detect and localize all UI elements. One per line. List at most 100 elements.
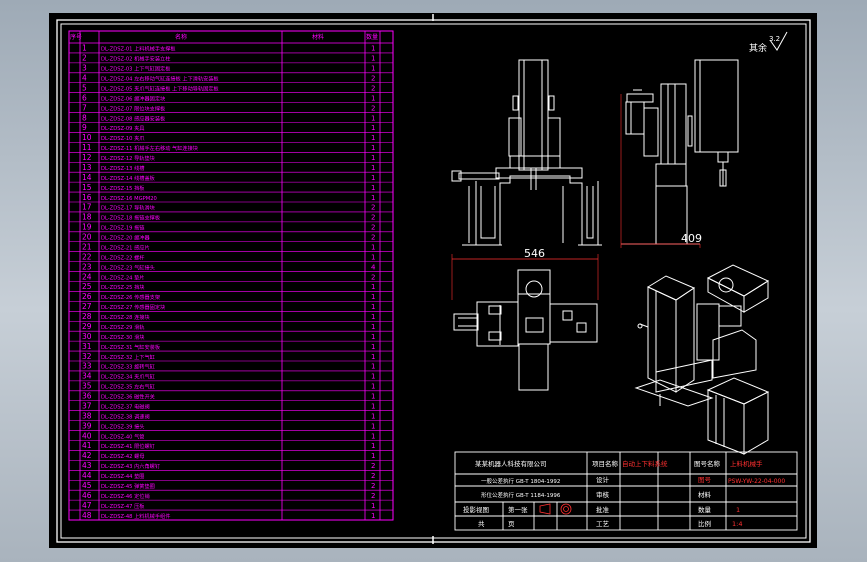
bom-row-qty: 1 <box>371 343 375 351</box>
tb-standard-1: 一般公差执行 GB-T 1804-1992 <box>481 477 560 485</box>
bom-row-name: DL-ZDSZ-05 夹爪气缸连接板 上下移动导轨固定板 <box>101 84 220 92</box>
bom-header-material: 材料 <box>312 33 324 41</box>
bom-row-name: DL-ZDSZ-13 线槽 <box>101 164 144 172</box>
bom-row-name: DL-ZDSZ-21 感应片 <box>101 243 150 251</box>
dimension-546: 546 <box>451 247 599 300</box>
bom-row-qty: 1 <box>371 333 375 341</box>
bom-row-qty: 2 <box>371 482 375 490</box>
bom-row-qty: 1 <box>371 383 375 391</box>
bom-row-qty: 1 <box>371 174 375 182</box>
bom-row-no: 20 <box>82 233 92 242</box>
bom-row-qty: 1 <box>371 373 375 381</box>
bom-row-name: DL-ZDSZ-44 垫圈 <box>101 472 144 480</box>
bom-row-name: DL-ZDSZ-31 气缸安装板 <box>101 343 161 351</box>
bom-row-qty: 1 <box>371 323 375 331</box>
bom-row-qty: 2 <box>371 224 375 232</box>
tb-checker-label: 审核 <box>596 490 610 499</box>
bom-row-name: DL-ZDSZ-27 传感器固定块 <box>101 303 166 311</box>
bom-row-qty: 2 <box>371 84 375 92</box>
tb-standard-2: 形位公差执行 GB-T 1184-1996 <box>481 491 561 499</box>
bom-row-qty: 1 <box>371 55 375 63</box>
bom-row-qty: 1 <box>371 353 375 361</box>
bom-row-qty: 2 <box>371 104 375 112</box>
tb-qty-label: 数量 <box>698 505 712 514</box>
bom-row-name: DL-ZDSZ-17 导轨滑块 <box>101 204 156 212</box>
bom-row-no: 24 <box>82 272 92 281</box>
bom-row-no: 2 <box>82 54 87 63</box>
bom-row-no: 11 <box>82 143 92 152</box>
bom-row-no: 27 <box>82 302 92 311</box>
dimension-546-text: 546 <box>524 247 545 260</box>
bom-row-name: DL-ZDSZ-34 夹爪气缸 <box>101 373 155 381</box>
bom-row-no: 18 <box>82 213 92 222</box>
bom-row-no: 10 <box>82 133 92 142</box>
bom-row-qty: 1 <box>371 303 375 311</box>
bom-row-name: DL-ZDSZ-43 内六角螺钉 <box>101 462 160 470</box>
bom-row-qty: 1 <box>371 313 375 321</box>
tb-qty-value: 1 <box>736 506 740 514</box>
bom-row-qty: 1 <box>371 502 375 510</box>
bom-row-no: 16 <box>82 193 92 202</box>
tb-code-value: PSW-YW-22-04-000 <box>728 478 785 485</box>
title-block <box>454 451 798 531</box>
dimension-409: 409 <box>620 94 702 248</box>
bom-row-qty: 1 <box>371 144 375 152</box>
bom-row-qty: 1 <box>371 114 375 122</box>
bom-row-name: DL-ZDSZ-32 上下气缸 <box>101 353 155 361</box>
bom-row-qty: 1 <box>371 164 375 172</box>
bom-row-no: 8 <box>82 113 87 122</box>
bom-row-name: DL-ZDSZ-15 挡板 <box>101 184 145 192</box>
tb-project-label: 项目名称 <box>592 459 619 468</box>
bom-row-no: 25 <box>82 282 92 291</box>
bom-row-name: DL-ZDSZ-36 磁性开关 <box>101 393 155 401</box>
bom-row-name: DL-ZDSZ-24 垫片 <box>101 273 144 281</box>
bom-row-qty: 1 <box>371 124 375 132</box>
bom-row-qty: 1 <box>371 243 375 251</box>
bom-row-no: 19 <box>82 223 92 232</box>
surface-roughness-symbol: 其余 3.2 <box>749 31 788 54</box>
bom-row-no: 14 <box>82 173 92 182</box>
bom-row-no: 39 <box>82 421 92 430</box>
bom-row-qty: 2 <box>371 204 375 212</box>
bom-row-qty: 1 <box>371 94 375 102</box>
bom-row-qty: 1 <box>371 412 375 420</box>
tb-footer-mid: 页 <box>508 520 515 528</box>
bom-row-name: DL-ZDSZ-14 线槽盖板 <box>101 174 156 182</box>
bom-row-qty: 1 <box>371 432 375 440</box>
bom-header-no: 序号 <box>70 33 82 41</box>
bom-header-qty: 数量 <box>366 33 378 41</box>
tb-material-label: 材料 <box>698 490 712 499</box>
bom-row-qty: 1 <box>371 293 375 301</box>
bom-row-qty: 1 <box>371 45 375 53</box>
bom-row-no: 36 <box>82 392 92 401</box>
bom-row-name: DL-ZDSZ-47 压板 <box>101 502 145 510</box>
bom-row-no: 6 <box>82 93 87 102</box>
bom-row-name: DL-ZDSZ-09 夹具 <box>101 124 144 132</box>
bom-row-name: DL-ZDSZ-08 感应器安装板 <box>101 114 166 122</box>
bom-row-no: 4 <box>82 74 87 83</box>
bom-row-no: 22 <box>82 252 92 261</box>
projection-symbol-icon <box>539 503 572 515</box>
bom-row-qty: 1 <box>371 512 375 520</box>
bom-row-no: 35 <box>82 382 92 391</box>
tb-company: 某某机器人科技有限公司 <box>475 459 547 468</box>
bom-row-no: 42 <box>82 451 92 460</box>
bom-row-no: 7 <box>82 103 87 112</box>
bom-row-name: DL-ZDSZ-29 滑轨 <box>101 323 144 331</box>
bom-row-no: 41 <box>82 441 92 450</box>
bom-row-qty: 1 <box>371 184 375 192</box>
bom-row-no: 23 <box>82 262 92 271</box>
bom-row-no: 32 <box>82 352 92 361</box>
side-view <box>621 59 739 245</box>
bom-row-no: 37 <box>82 401 92 410</box>
bom-row-qty: 4 <box>371 263 376 271</box>
bom-row-qty: 1 <box>371 65 375 73</box>
bom-row-qty: 1 <box>371 283 375 291</box>
isometric-view <box>634 264 770 455</box>
bom-row-no: 1 <box>82 44 87 53</box>
bom-row-name: DL-ZDSZ-39 接头 <box>101 422 144 430</box>
bom-row-name: DL-ZDSZ-26 传感器支架 <box>101 293 160 301</box>
bom-row-qty: 2 <box>371 214 375 222</box>
